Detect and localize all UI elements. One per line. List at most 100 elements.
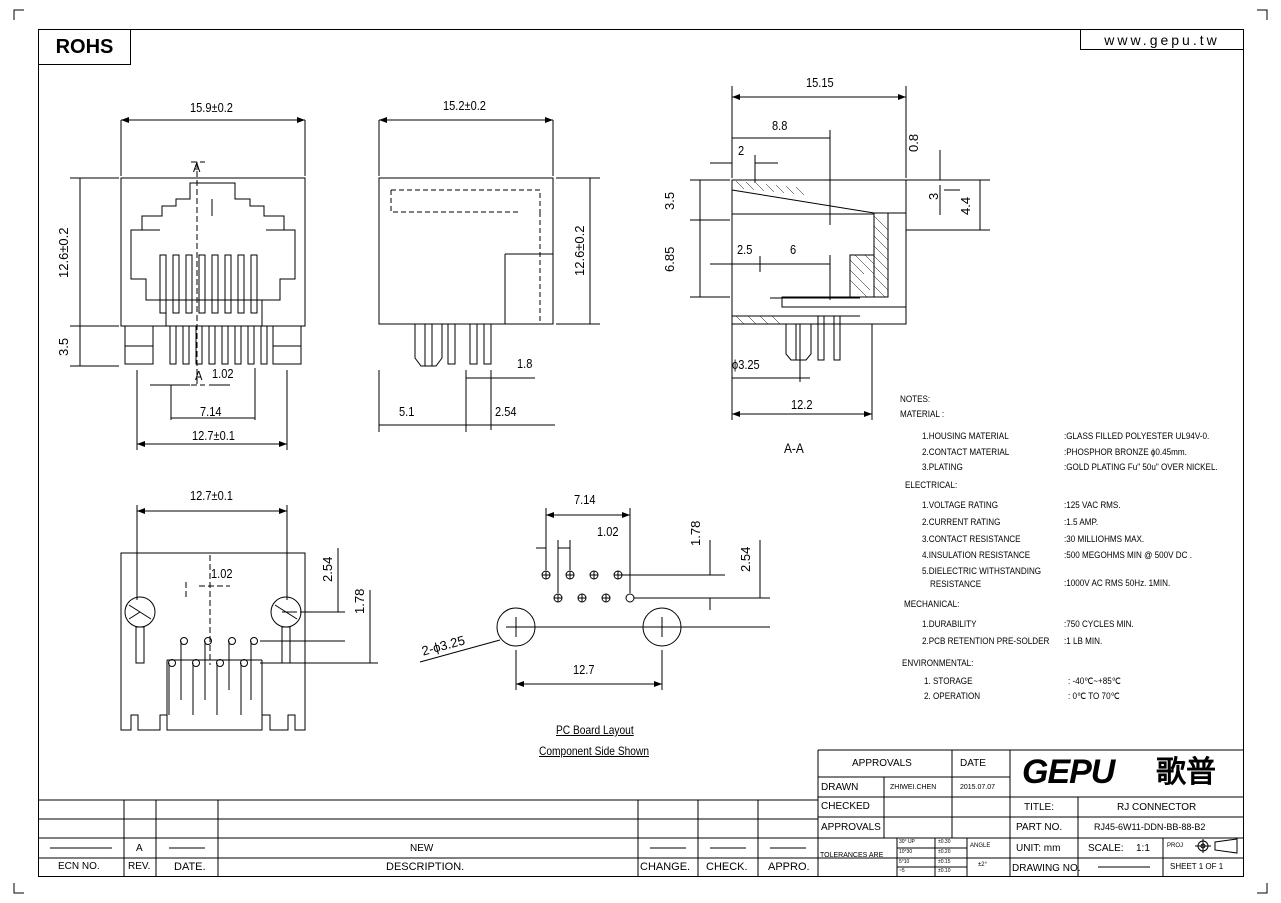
note-m1-value: :GLASS FILLED POLYESTER UL94V-0. — [1064, 431, 1210, 441]
drawn-date: 2015.07.07 — [960, 784, 996, 791]
website-label: www.gepu.tw — [1080, 29, 1244, 50]
corner-mark-tr — [1257, 9, 1268, 20]
side-pitch-dim: 2.54 — [495, 404, 517, 419]
section-hole-dim: ϕ3.25 — [732, 357, 760, 372]
scale-value: 1:1 — [1136, 843, 1150, 854]
note-v1-value: : -40℃~+85℃ — [1068, 676, 1121, 686]
note-v1-label: 1. STORAGE — [924, 676, 973, 686]
pcb-caption-1: PC Board Layout — [556, 723, 634, 737]
section-d1-dim: 8.8 — [772, 118, 788, 133]
note-e4-value: :500 MEGOHMS MIN @ 500V DC . — [1064, 550, 1192, 560]
bottom-d1-dim: 2.54 — [320, 556, 335, 582]
tol-r3a: 5°10 — [899, 859, 910, 865]
title-label: TITLE: — [1024, 802, 1055, 813]
bottom-pitch-dim: 1.02 — [211, 566, 233, 581]
tolerances-label: TOLERANCES ARE — [820, 852, 884, 859]
title-block-lines — [38, 749, 1244, 877]
notes-environmental: ENVIRONMENTAL: — [902, 658, 974, 668]
section-base-dim: 12.2 — [791, 397, 813, 412]
note-m3-value: :GOLD PLATING Fu" 50u" OVER NICKEL. — [1064, 462, 1218, 472]
section-d4-dim: 3.5 — [662, 191, 677, 210]
side-offset-dim: 5.1 — [399, 404, 415, 419]
section-total-dim: 15.15 — [806, 75, 834, 90]
tol-r1a: 30° UP — [899, 839, 915, 845]
date-header: DATE — [960, 758, 986, 769]
scale-label: SCALE: — [1088, 843, 1124, 854]
checked-label: CHECKED — [821, 801, 870, 812]
appro-label: APPRO. — [768, 861, 810, 873]
note-m2-label: 2.CONTACT MATERIAL — [922, 447, 1010, 457]
pcb-span-dim: 7.14 — [574, 492, 596, 507]
bottom-d2-dim: 1.78 — [352, 588, 367, 614]
approvals-header: APPROVALS — [852, 758, 912, 769]
front-pitch-dim: 1.02 — [212, 366, 234, 381]
pcb-row-gap2-dim: 2.54 — [738, 546, 753, 572]
notes-material: MATERIAL : — [900, 409, 945, 419]
note-e2-value: :1.5 AMP. — [1064, 517, 1099, 527]
tol-r2b: ±0.20 — [938, 849, 951, 855]
sheet-label: SHEET 1 OF 1 — [1170, 862, 1224, 871]
notes-mechanical: MECHANICAL: — [904, 599, 960, 609]
note-c2-label: 2.PCB RETENTION PRE-SOLDER — [922, 636, 1050, 646]
part-label: PART NO. — [1016, 822, 1063, 833]
front-width-dim: 15.9±0.2 — [190, 100, 233, 115]
angle-value: ±2° — [978, 862, 988, 868]
front-body-dim: 12.7±0.1 — [192, 428, 235, 443]
section-d5-dim: 3 — [926, 192, 941, 200]
section-view-drawing — [690, 86, 990, 420]
rev-label: REV. — [128, 861, 151, 872]
section-label: A-A — [784, 440, 804, 456]
corner-mark-br — [1257, 883, 1268, 894]
note-v2-value: : 0℃ TO 70℃ — [1068, 691, 1120, 701]
proj-label: PROJ — [1167, 843, 1184, 849]
pcb-pitch-dim: 1.02 — [597, 524, 619, 539]
front-view-drawing — [70, 119, 306, 450]
tol-r4b: ±0.10 — [938, 868, 951, 874]
tol-r1b: ±0.30 — [938, 839, 951, 845]
note-e1-label: 1.VOLTAGE RATING — [922, 500, 999, 510]
bottom-width-dim: 12.7±0.1 — [190, 488, 233, 503]
drawing-frame — [38, 29, 1244, 877]
pcb-layout-drawing — [419, 508, 770, 690]
pcb-hole-span-dim: 12.7 — [573, 662, 595, 677]
bottom-view-drawing — [120, 505, 378, 731]
drawn-label: DRAWN — [821, 782, 859, 793]
note-c1-value: :750 CYCLES MIN. — [1064, 619, 1134, 629]
section-mark-bottom: A — [195, 368, 203, 383]
section-d9-dim: 6 — [790, 242, 797, 257]
section-d3-dim: 0.8 — [906, 133, 921, 152]
note-e5-value: :1000V AC RMS 50Hz. 1MIN. — [1064, 578, 1171, 588]
rohs-badge: ROHS — [38, 29, 131, 65]
check-label: CHECK. — [706, 861, 748, 873]
note-e5-label: 5.DIELECTRIC WITHSTANDING — [922, 566, 1042, 576]
front-span-dim: 7.14 — [200, 404, 222, 419]
note-e5-label2: RESISTANCE — [930, 579, 982, 589]
section-mark-top: A — [193, 160, 201, 175]
drawing-label: DRAWING NO. — [1012, 863, 1081, 874]
angle-label: ANGLE — [970, 843, 991, 849]
title-value: RJ CONNECTOR — [1117, 802, 1197, 813]
section-d6-dim: 4.4 — [958, 196, 973, 215]
note-c2-value: :1 LB MIN. — [1064, 636, 1103, 646]
corner-mark-tl — [13, 9, 24, 20]
tol-r2a: 10°30 — [899, 849, 913, 855]
section-d8-dim: 2.5 — [737, 242, 753, 257]
description-value: NEW — [410, 843, 434, 854]
note-e3-label: 3.CONTACT RESISTANCE — [922, 534, 1021, 544]
note-m3-label: 3.PLATING — [922, 462, 963, 472]
section-d7-dim: 6.85 — [662, 246, 677, 272]
change-label: CHANGE. — [640, 861, 691, 873]
pcb-caption-2: Component Side Shown — [539, 744, 650, 758]
part-value: RJ45-6W11-DDN-BB-88-B2 — [1094, 822, 1206, 832]
tol-r4a: ~5 — [899, 868, 905, 874]
notes-title: NOTES: — [900, 394, 931, 404]
note-e2-label: 2.CURRENT RATING — [922, 517, 1001, 527]
drawn-by: ZHIWEI.CHEN — [890, 784, 937, 791]
gepu-logo-cjk: 歌普 — [1156, 756, 1216, 789]
unit-label: UNIT: mm — [1016, 843, 1061, 854]
side-view-drawing — [378, 119, 600, 432]
side-pin-dim: 1.8 — [517, 356, 533, 371]
note-m1-label: 1.HOUSING MATERIAL — [922, 431, 1009, 441]
side-height-dim: 12.6±0.2 — [572, 225, 587, 276]
